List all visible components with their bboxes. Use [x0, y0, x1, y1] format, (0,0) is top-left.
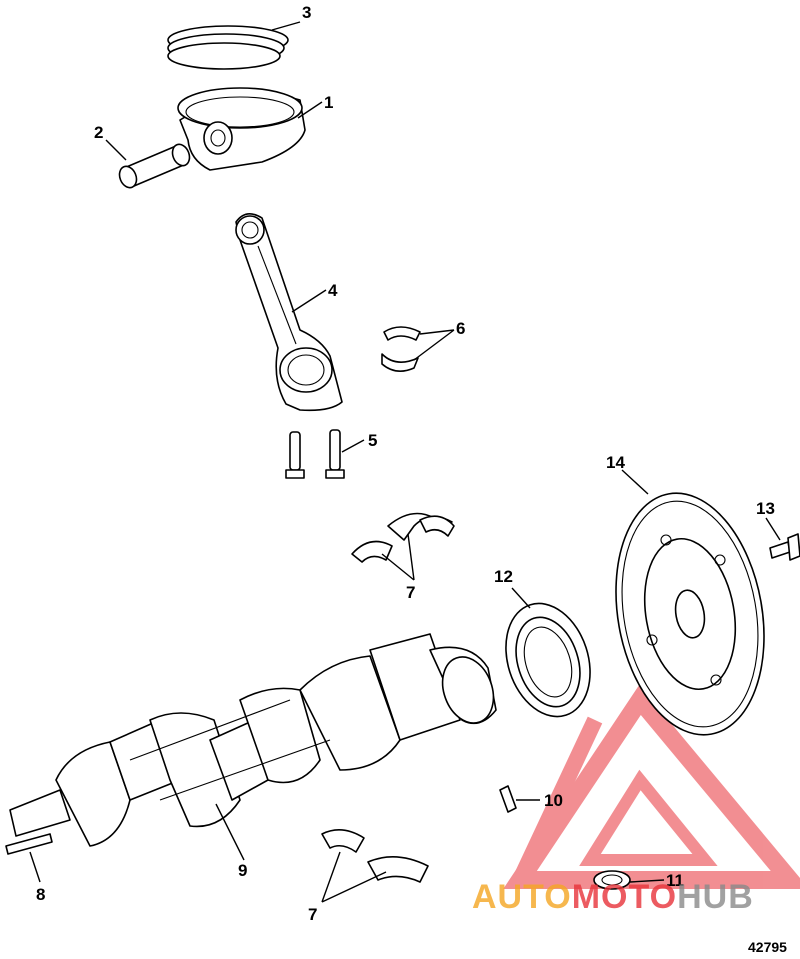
rear-main-seal: [505, 602, 591, 718]
watermark-word-2: MOTO: [572, 878, 677, 916]
watermark-logo: [503, 684, 800, 889]
dowel-pin: [499, 785, 517, 813]
watermark-word-3: HUB: [677, 878, 754, 916]
main-bearing-shells-upper: [351, 512, 455, 563]
callout-6: 6: [456, 319, 465, 338]
rod-bearing-shells: [381, 326, 421, 372]
watermark-wordmark: AUTOMOTOHUB: [472, 878, 754, 916]
callout-8: 8: [36, 885, 45, 904]
callout-7-lower: 7: [308, 905, 317, 924]
leader-lines: [29, 21, 781, 903]
callout-5: 5: [368, 431, 377, 450]
main-bearing-shells-lower: [321, 829, 429, 883]
rod-bolts: [285, 429, 345, 479]
callout-14: 14: [606, 453, 625, 472]
callout-10: 10: [544, 791, 563, 810]
callout-13: 13: [756, 499, 775, 518]
pilot-bushing: [593, 870, 631, 890]
callout-3: 3: [302, 3, 311, 22]
callout-7-upper: 7: [406, 583, 415, 602]
piston-rings: [167, 25, 289, 70]
piston-pin: [118, 143, 191, 189]
connecting-rod: [235, 213, 343, 412]
callout-1: 1: [324, 93, 333, 112]
flywheel: [615, 492, 765, 736]
callout-11: 11: [666, 871, 684, 890]
callout-2: 2: [94, 123, 103, 142]
callout-9: 9: [238, 861, 247, 880]
callout-4: 4: [328, 281, 338, 300]
crank-key: [5, 833, 53, 855]
callout-12: 12: [494, 567, 513, 586]
crankshaft: [9, 633, 497, 847]
callout-labels: 3 1 2 4 5 6 7 7 8 9 10 11 12 13 14: [36, 3, 775, 924]
watermark-word-1: AUTO: [472, 878, 572, 916]
piston: [177, 87, 306, 171]
reference-number: 42795: [748, 939, 787, 955]
flywheel-bolt: [769, 533, 800, 561]
